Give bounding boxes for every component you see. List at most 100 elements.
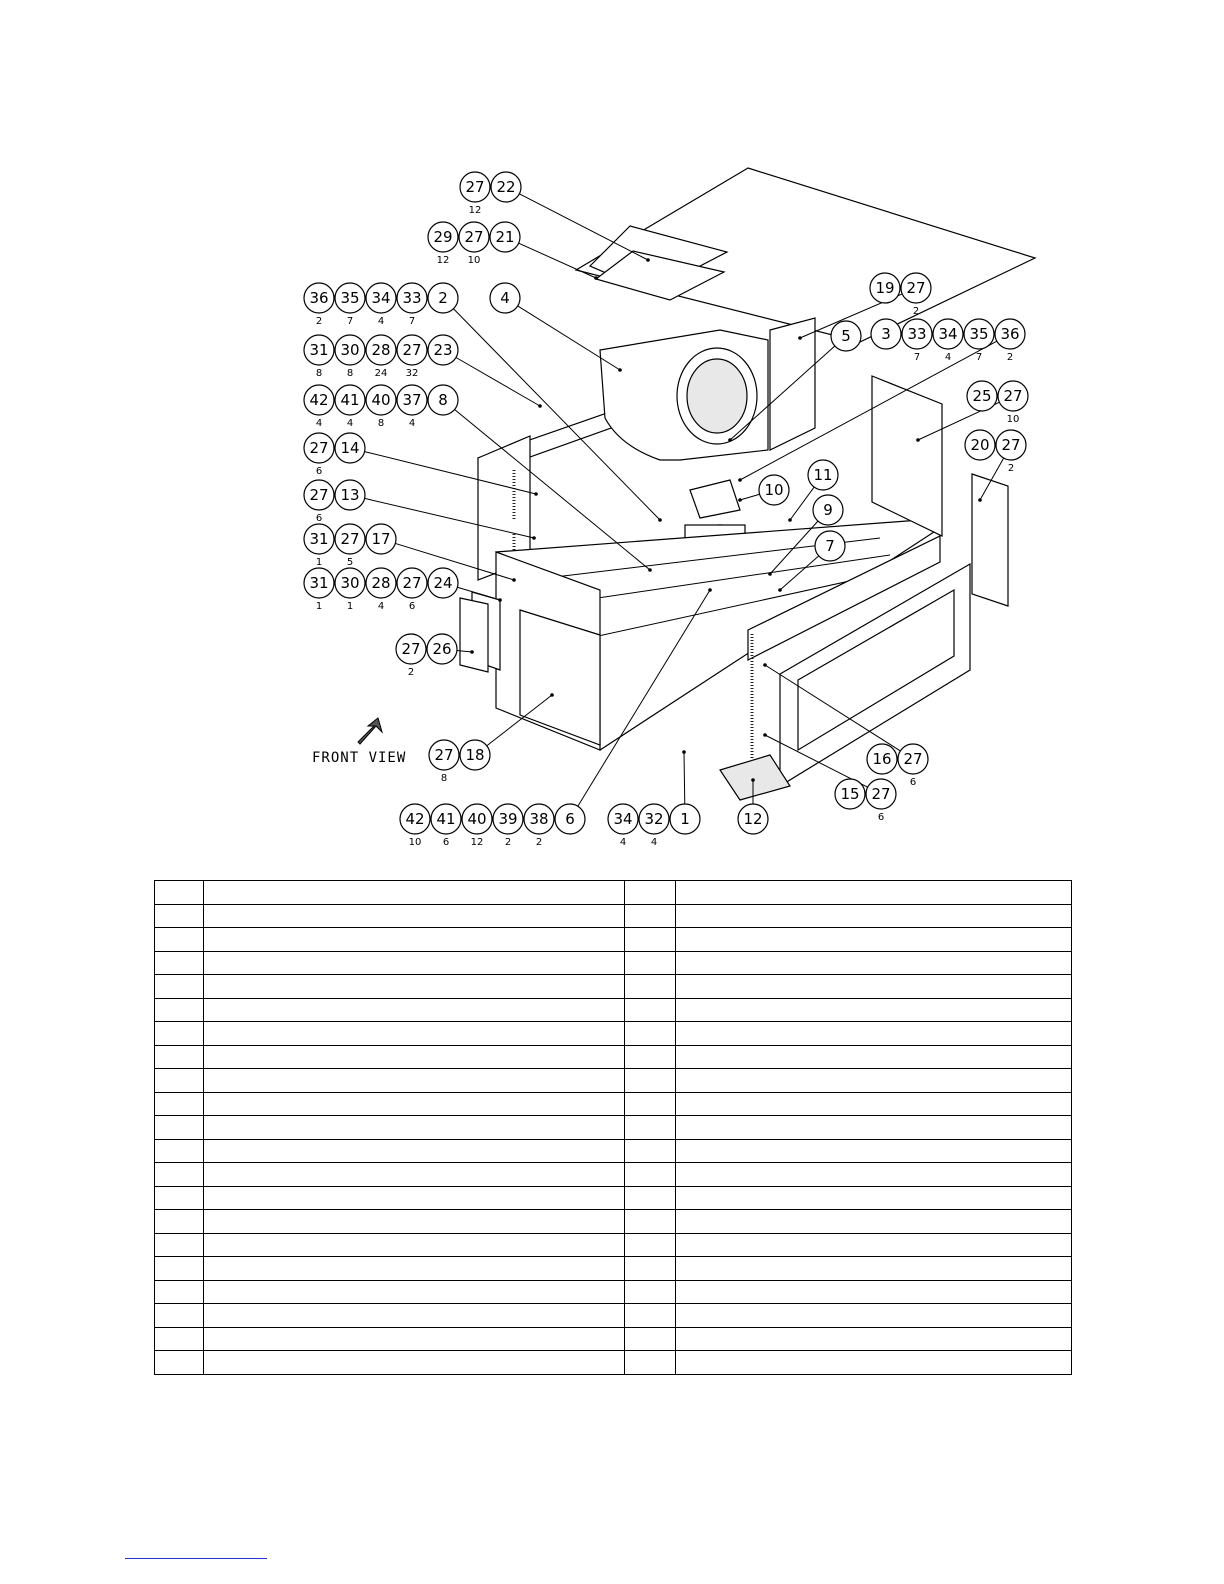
callout-quantity: 6 <box>443 837 449 848</box>
callout-number: 16 <box>872 750 891 768</box>
callout-circle <box>396 384 428 416</box>
table-cell <box>675 1044 1072 1069</box>
leader-line <box>364 497 535 539</box>
callout-group-c-11: 11 <box>807 459 839 491</box>
table-cell <box>203 880 625 905</box>
table-row <box>154 1185 1072 1210</box>
side-panel-right <box>871 375 943 537</box>
table-cell <box>203 1326 625 1351</box>
callout-quantity: 7 <box>347 316 353 327</box>
parts-list-table <box>154 880 1072 1375</box>
callout-number: 3 <box>881 325 891 343</box>
callout-number: 5 <box>841 327 851 345</box>
table-cell <box>675 1162 1072 1187</box>
leader-dot <box>728 438 732 442</box>
table-cell <box>624 1185 676 1210</box>
table-cell <box>154 1209 204 1234</box>
leader-dot <box>763 663 767 667</box>
leader-line <box>456 649 473 653</box>
callout-quantity: 4 <box>620 837 626 848</box>
exploded-view-svg: FRONT VIEW 27122229122710213623573443372… <box>303 167 1037 848</box>
table-cell <box>203 1068 625 1093</box>
leader-line <box>739 340 998 481</box>
callout-circle <box>334 523 366 555</box>
callout-circle <box>426 633 458 665</box>
callout-number: 8 <box>438 391 448 409</box>
leader-line <box>517 305 621 371</box>
access-door <box>519 609 601 746</box>
table-cell <box>154 1068 204 1093</box>
leader-line <box>518 242 597 279</box>
table-row <box>154 950 1072 975</box>
table-cell <box>624 1138 676 1163</box>
callout-number: 27 <box>340 530 359 548</box>
table-cell <box>675 927 1072 952</box>
callout-number: 17 <box>371 530 390 548</box>
callout-quantity: 6 <box>878 812 884 823</box>
table-row <box>154 1115 1072 1140</box>
leader-dot <box>512 578 516 582</box>
callout-circle <box>490 171 522 203</box>
leader-line <box>683 751 686 805</box>
callout-number: 31 <box>309 341 328 359</box>
callout-circle <box>427 567 459 599</box>
callout-quantity: 4 <box>378 601 384 612</box>
table-row <box>154 1091 1072 1116</box>
callout-quantity: 7 <box>914 352 920 363</box>
callout-circle <box>427 384 459 416</box>
callout-circle <box>396 282 428 314</box>
leader-line <box>739 493 760 501</box>
leader-dot <box>498 598 502 602</box>
callout-number: 27 <box>465 178 484 196</box>
callout-quantity: 2 <box>913 306 919 317</box>
table-cell <box>154 1256 204 1281</box>
callout-number: 12 <box>743 810 762 828</box>
table-row <box>154 1209 1072 1234</box>
callout-circle <box>396 334 428 366</box>
callout-circle <box>866 743 898 775</box>
leader-dot <box>751 778 755 782</box>
table-cell <box>624 1303 676 1328</box>
callout-number: 27 <box>309 486 328 504</box>
callout-circle <box>994 318 1026 350</box>
callout-number: 35 <box>340 289 359 307</box>
callout-circle <box>865 778 897 810</box>
table-cell <box>624 1256 676 1281</box>
table-cell <box>154 1044 204 1069</box>
table-cell <box>675 974 1072 999</box>
callout-circle <box>607 803 639 835</box>
callout-number: 40 <box>467 810 486 828</box>
callout-circle <box>334 384 366 416</box>
callout-number: 26 <box>432 640 451 658</box>
callout-quantity: 8 <box>441 773 447 784</box>
table-cell <box>675 1279 1072 1304</box>
leader-dot <box>532 536 536 540</box>
table-cell <box>624 950 676 975</box>
callout-quantity: 2 <box>1008 463 1014 474</box>
callout-number: 36 <box>309 289 328 307</box>
callout-number: 9 <box>823 501 833 519</box>
callout-quantity: 1 <box>347 601 353 612</box>
callout-circle <box>365 523 397 555</box>
table-cell <box>675 997 1072 1022</box>
callout-quantity: 10 <box>409 837 422 848</box>
table-cell <box>675 1185 1072 1210</box>
callout-number: 24 <box>433 574 452 592</box>
mounting-bracket <box>971 473 1009 607</box>
callout-number: 34 <box>371 289 390 307</box>
callout-quantity: 4 <box>651 837 657 848</box>
table-row <box>154 997 1072 1022</box>
callout-number: 40 <box>371 391 390 409</box>
leader-line <box>979 457 1005 501</box>
callout-circle <box>870 318 902 350</box>
callout-number: 42 <box>405 810 424 828</box>
callout-number: 27 <box>906 279 925 297</box>
callout-number: 37 <box>402 391 421 409</box>
callout-quantity: 32 <box>406 368 419 379</box>
callout-quantity: 24 <box>375 368 388 379</box>
table-cell <box>203 950 625 975</box>
